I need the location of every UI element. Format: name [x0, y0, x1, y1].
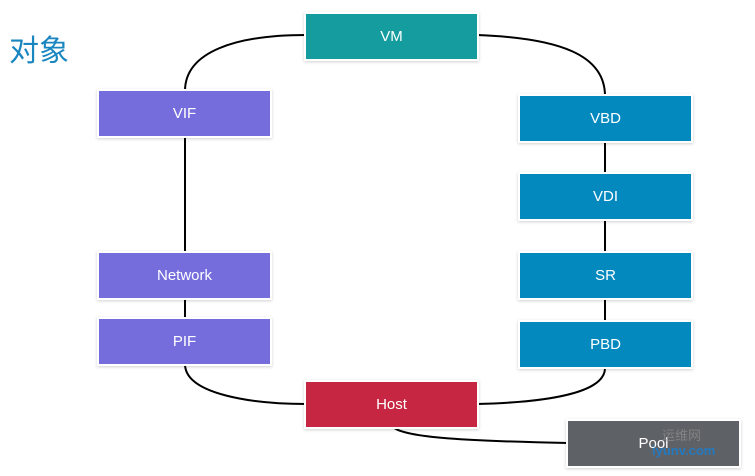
node-vif: VIF: [99, 91, 270, 136]
node-pif: PIF: [99, 319, 270, 364]
node-pbd: PBD: [520, 322, 691, 367]
watermark-cn: 运维网: [662, 428, 702, 443]
node-label: VIF: [172, 105, 197, 122]
watermark-en: iyunv.com: [652, 443, 716, 458]
node-label: PIF: [172, 333, 197, 350]
node-label: Network: [156, 267, 212, 284]
node-vbd: VBD: [520, 96, 691, 141]
node-pool: Pool: [568, 421, 739, 466]
edge-pbd-host: [476, 367, 606, 405]
slide-title: 对象: [9, 34, 69, 69]
node-label: VM: [380, 28, 403, 45]
node-label: VBD: [590, 110, 621, 127]
node-network: Network: [99, 253, 270, 298]
node-label: VDI: [592, 188, 618, 205]
node-vm: VM: [306, 14, 477, 59]
edge-vm-vif: [184, 34, 307, 92]
node-label: Host: [376, 396, 407, 413]
node-label: PBD: [590, 336, 621, 353]
edge-vm-vbd: [476, 34, 606, 97]
node-label: SR: [595, 267, 616, 284]
node-vdi: VDI: [520, 174, 691, 219]
edge-host-pool: [392, 426, 569, 444]
node-host: Host: [306, 382, 477, 427]
node-sr: SR: [520, 253, 691, 298]
edge-pif-host: [184, 363, 307, 405]
watermark-logo: 运维网 iyunv.com: [652, 428, 715, 458]
node-label: Pool: [638, 435, 669, 452]
